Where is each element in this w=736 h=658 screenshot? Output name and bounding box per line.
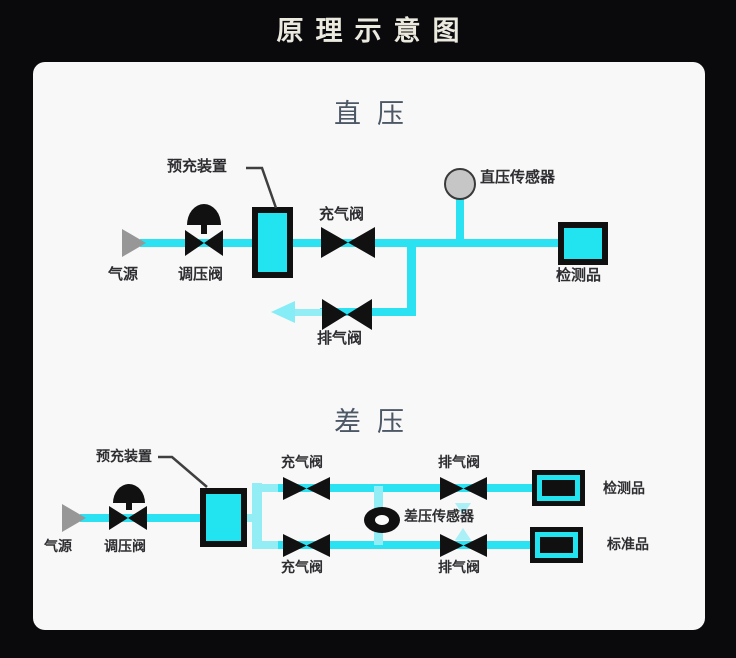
differential-section-heading: 差压: [334, 407, 420, 437]
test-item-box: [558, 222, 608, 265]
diff-exhaust-valve-bottom-label: 排气阀: [438, 559, 480, 575]
diff-top-branch-pipe: [278, 484, 533, 492]
diff-test-item-box: [532, 470, 585, 506]
regulator-label: 调压阀: [178, 266, 224, 283]
precharge-label: 预充装置: [167, 158, 228, 175]
diff-inflate-valve-bottom-label: 充气阀: [281, 559, 323, 575]
diff-test-item-label: 检测品: [603, 480, 645, 496]
air-source-icon: [122, 229, 146, 257]
pressure-sensor-label: 直压传感器: [480, 169, 556, 186]
diff-split-top-stub: [252, 484, 284, 492]
diff-inflate-valve-top-icon: [283, 477, 330, 500]
inflate-valve-label: 充气阀: [319, 206, 365, 223]
direct-exhaust-shaft: [293, 309, 325, 316]
inflate-valve-icon: [321, 227, 375, 258]
diff-split-vertical: [252, 483, 262, 549]
diff-standard-item-box: [530, 527, 583, 563]
air-source-label: 气源: [108, 266, 139, 283]
diff-sensor-label: 差压传感器: [404, 508, 474, 524]
diff-split-bottom-stub: [252, 541, 284, 549]
diff-air-source-icon: [62, 504, 86, 532]
diff-exhaust-valve-top-label: 排气阀: [438, 454, 480, 470]
diff-regulator-valve-icon: [109, 506, 147, 530]
diff-regulator-dome-icon: [113, 484, 145, 503]
diff-inflate-valve-bottom-icon: [283, 534, 330, 557]
diff-regulator-stem-icon: [126, 500, 132, 510]
direct-branch-pipe: [407, 243, 416, 315]
exhaust-valve-label: 排气阀: [317, 330, 363, 347]
diff-inflate-valve-top-label: 充气阀: [281, 454, 323, 470]
regulator-valve-icon: [185, 230, 223, 256]
diff-exhaust-valve-bottom-icon: [440, 534, 487, 557]
faint-exhaust-arrow-down-icon: [455, 503, 471, 515]
precharge-pointer-line: [246, 166, 278, 209]
page-title: 原理示意图: [276, 16, 472, 46]
diff-sensor-icon: [364, 507, 400, 533]
diff-precharge-pointer-line: [158, 455, 208, 488]
diff-standard-item-label: 标准品: [607, 536, 649, 552]
diagram-panel: [33, 62, 705, 630]
diff-air-source-label: 气源: [44, 538, 72, 554]
diff-precharge-label: 预充装置: [96, 448, 152, 464]
regulator-stem-icon: [201, 222, 207, 234]
diff-bottom-branch-pipe: [278, 541, 532, 549]
diff-regulator-label: 调压阀: [104, 538, 146, 554]
direct-section-heading: 直压: [334, 99, 420, 129]
test-item-label: 检测品: [556, 267, 602, 284]
precharge-device: [252, 207, 293, 278]
direct-sensor-pipe: [456, 196, 464, 243]
exhaust-valve-icon: [322, 299, 372, 330]
pressure-sensor-icon: [444, 168, 476, 200]
regulator-dome-icon: [187, 204, 221, 225]
exhaust-arrow-icon: [271, 301, 295, 323]
diff-precharge-device: [200, 488, 247, 547]
faint-exhaust-arrow-up-icon: [455, 528, 471, 540]
diff-exhaust-valve-top-icon: [440, 477, 487, 500]
